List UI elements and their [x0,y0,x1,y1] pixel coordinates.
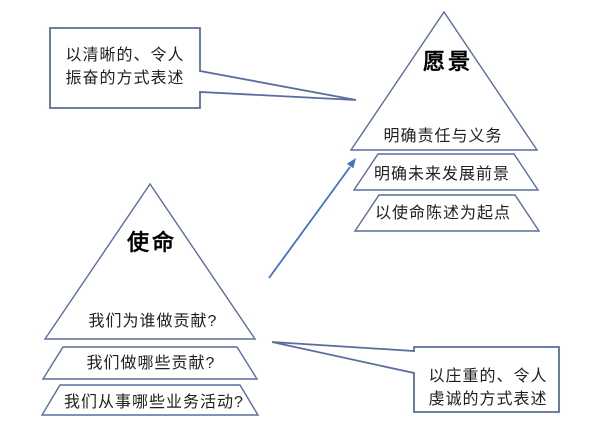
mission-layer2-label: 我们做哪些贡献? [86,355,216,372]
callout-solemn-line1: 以庄重的、令人 [428,368,548,385]
mission-to-vision-arrow [268,166,351,279]
vision-layer1-label: 明确责任与义务 [383,128,503,145]
callout-clear-line2: 振奋的方式表述 [65,70,185,87]
mission-layer2-shape [41,346,259,380]
vision-layer2-label: 明确未来发展前景 [373,166,511,183]
mission-layer3-label: 我们从事哪些业务活动? [64,394,244,411]
mission-title: 使命 [126,230,178,255]
mission-layer1-label: 我们为谁做贡献? [88,313,218,330]
vision-layer3-shape [353,194,541,232]
callout-clear-line1: 以清晰的、令人 [65,47,185,64]
callout-clear-shape [49,27,357,109]
vision-top-shape [349,10,539,151]
mission-top-shape [43,182,257,340]
vision-layer2-shape [352,153,540,191]
callout-solemn-shape [271,341,560,413]
callout-clear-text: 以清晰的、令人 振奋的方式表述 [65,44,184,90]
callout-solemn-line2: 虔诚的方式表述 [428,391,548,408]
vision-title: 愿景 [422,49,474,74]
mission-layer3-shape [40,384,260,416]
vision-layer3-label: 以使命陈述为起点 [374,205,512,222]
callout-solemn-text: 以庄重的、令人 虔诚的方式表述 [428,365,547,411]
arrowhead-icon [346,158,356,169]
